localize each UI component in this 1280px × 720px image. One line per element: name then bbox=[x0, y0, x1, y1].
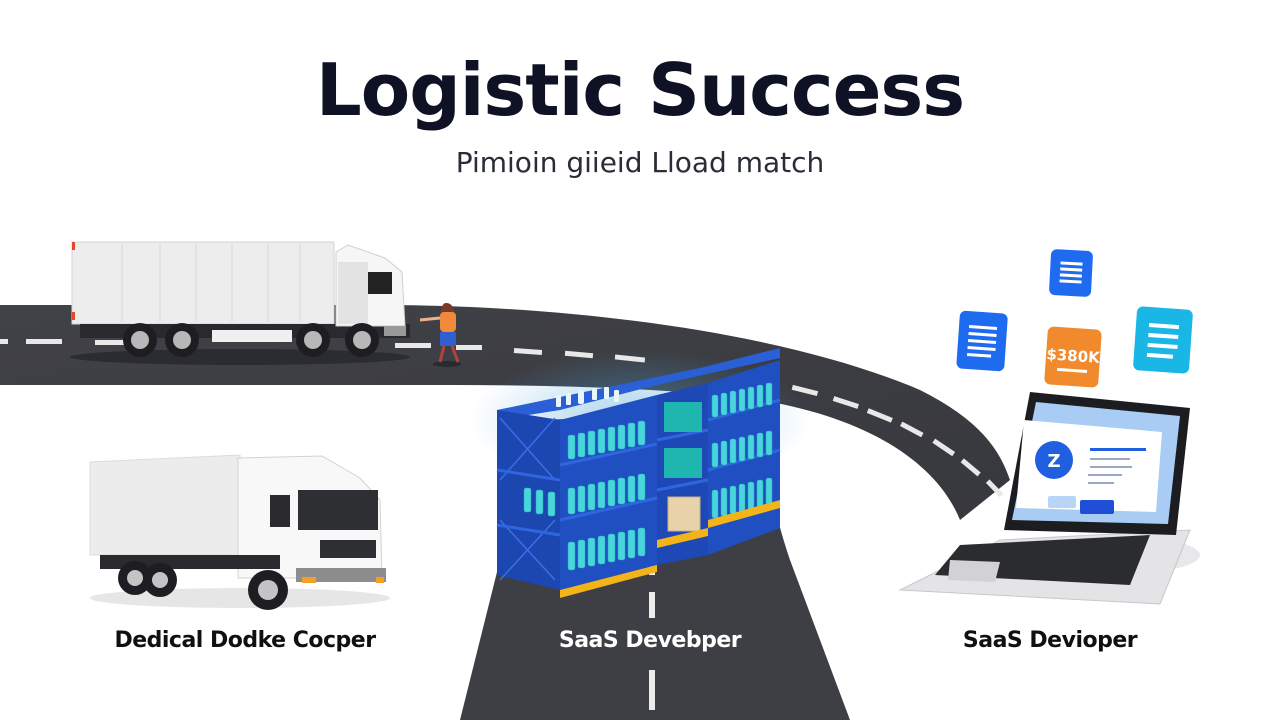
document-icon bbox=[1049, 249, 1093, 297]
laptop: Z bbox=[898, 392, 1200, 605]
document-icon bbox=[956, 310, 1008, 372]
page-subtitle: Pimioin giieid Lload match bbox=[455, 146, 825, 179]
floating-cards: $380K bbox=[956, 249, 1193, 388]
price-value: $380K bbox=[1046, 345, 1102, 367]
person-figure bbox=[419, 303, 461, 367]
label-left: Dedical Dodke Cocper bbox=[114, 628, 376, 653]
document-icon bbox=[1133, 306, 1193, 374]
top-truck bbox=[70, 241, 410, 365]
page-title: Logistic Success bbox=[315, 48, 965, 132]
bottom-truck bbox=[89, 454, 390, 610]
price-card: $380K bbox=[1044, 326, 1102, 388]
label-center: SaaS Devebper bbox=[558, 628, 742, 653]
warehouse-rack bbox=[496, 348, 781, 598]
label-right: SaaS Devioper bbox=[962, 628, 1138, 653]
avatar-letter: Z bbox=[1047, 451, 1060, 472]
